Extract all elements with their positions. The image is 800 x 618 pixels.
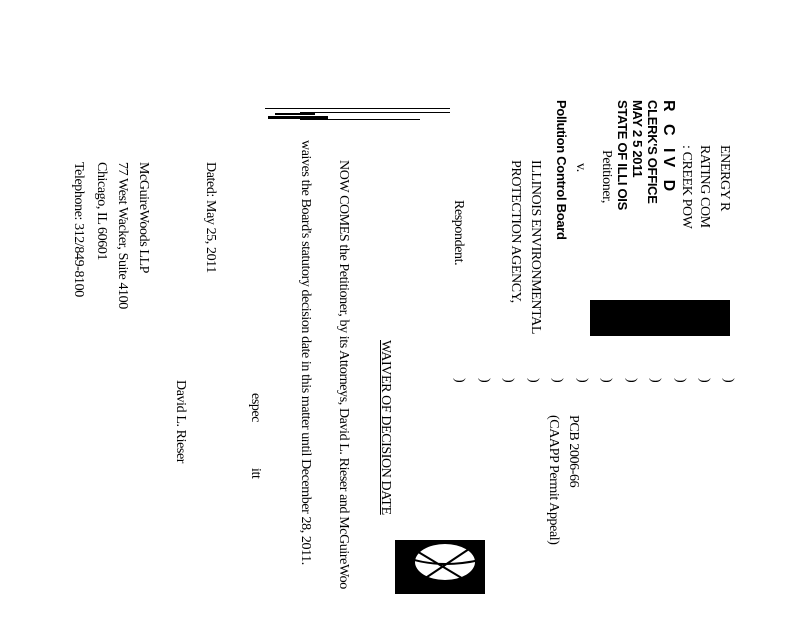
- stamp-date: MAY 2 5 2011: [630, 100, 645, 178]
- stamp-received: R C IV D: [660, 100, 677, 196]
- petitioner-label: Petitioner,: [599, 150, 614, 203]
- respectfully-fragment-2: itt: [248, 468, 263, 479]
- paren: ): [501, 378, 516, 383]
- respondent-label: Respondent.: [451, 200, 466, 266]
- firm-telephone: Telephone: 312/849-8100: [71, 162, 86, 297]
- respondent-name-line2: PROTECTION AGENCY,: [508, 160, 523, 303]
- petitioner-name-line1: ENERGY R: [717, 145, 732, 211]
- paren: ): [575, 378, 590, 383]
- petitioner-name-line2: RATING COM: [697, 145, 712, 228]
- document-title: WAIVER OF DECISION DATE: [378, 340, 393, 515]
- paren: ): [550, 378, 565, 383]
- petitioner-name-line3: : CREEK POW: [679, 145, 694, 229]
- case-number: PCB 2006-66: [566, 415, 581, 488]
- paren: ): [526, 378, 541, 383]
- firm-name: McGuireWoods LLP: [136, 162, 151, 274]
- signature-scribble-icon: [399, 544, 481, 586]
- firm-address-2: Chicago, IL 60601: [94, 162, 109, 261]
- stamp-board: Pollution Control Board: [554, 100, 569, 240]
- signer-name: David L. Rieser: [173, 380, 188, 464]
- paren: ): [697, 378, 712, 383]
- body-line-2: waives the Board's statutory decision da…: [298, 140, 313, 565]
- versus: v.: [573, 163, 588, 172]
- respondent-name-line1: ILLINOIS ENVIRONMENTAL: [528, 160, 543, 334]
- paren: ): [673, 378, 688, 383]
- paren: ): [721, 378, 736, 383]
- body-line-1: NOW COMES the Petitioner, by its Attorne…: [336, 160, 351, 589]
- paren: ): [599, 378, 614, 383]
- signature-block: [395, 540, 485, 594]
- paren: ): [477, 378, 492, 383]
- redaction-block: [590, 300, 730, 336]
- firm-address-1: 77 West Wacker, Suite 4100: [115, 162, 130, 309]
- stamp-clerks-office: CLERK'S OFFICE: [645, 100, 660, 204]
- case-type: (CAAPP Permit Appeal): [546, 415, 561, 545]
- paren: ): [452, 378, 467, 383]
- respectfully-fragment-1: espec: [248, 393, 263, 423]
- paren: ): [624, 378, 639, 383]
- paren: ): [648, 378, 663, 383]
- dated-line: Dated: May 25, 2011: [203, 162, 218, 273]
- stamp-state: STATE OF ILLI OIS: [615, 100, 630, 210]
